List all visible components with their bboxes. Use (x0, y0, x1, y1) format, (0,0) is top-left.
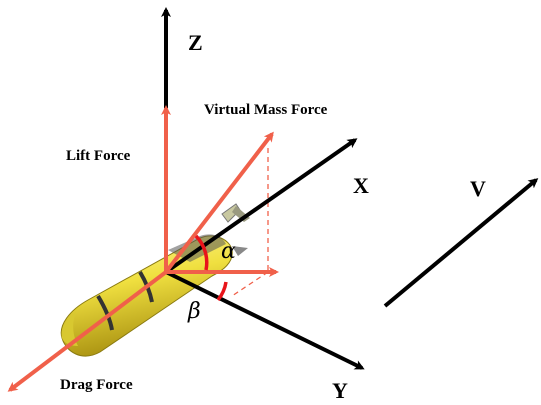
y-axis-arrow (165, 270, 365, 370)
angle-arcs (194, 234, 228, 302)
velocity-arrow (383, 178, 539, 308)
beta-label: β (187, 299, 201, 324)
x-axis-label: X (353, 173, 369, 198)
beta-projection-line (231, 271, 269, 297)
z-axis-label: Z (188, 30, 203, 55)
alpha-label: α (221, 239, 236, 264)
x-axis-arrow (164, 138, 358, 274)
virtual-mass-force-arrow (164, 131, 274, 274)
lift-force-label: Lift Force (66, 148, 131, 164)
drag-force-label: Drag Force (60, 377, 133, 393)
alpha-arc (194, 234, 209, 271)
virtual-mass-force-label: Virtual Mass Force (204, 102, 328, 118)
beta-arc (216, 281, 228, 302)
drag-force-arrow (7, 270, 168, 392)
projection-lines (231, 148, 269, 297)
force-vectors (7, 105, 279, 392)
velocity-label: V (470, 176, 486, 201)
y-axis-label: Y (332, 378, 348, 403)
